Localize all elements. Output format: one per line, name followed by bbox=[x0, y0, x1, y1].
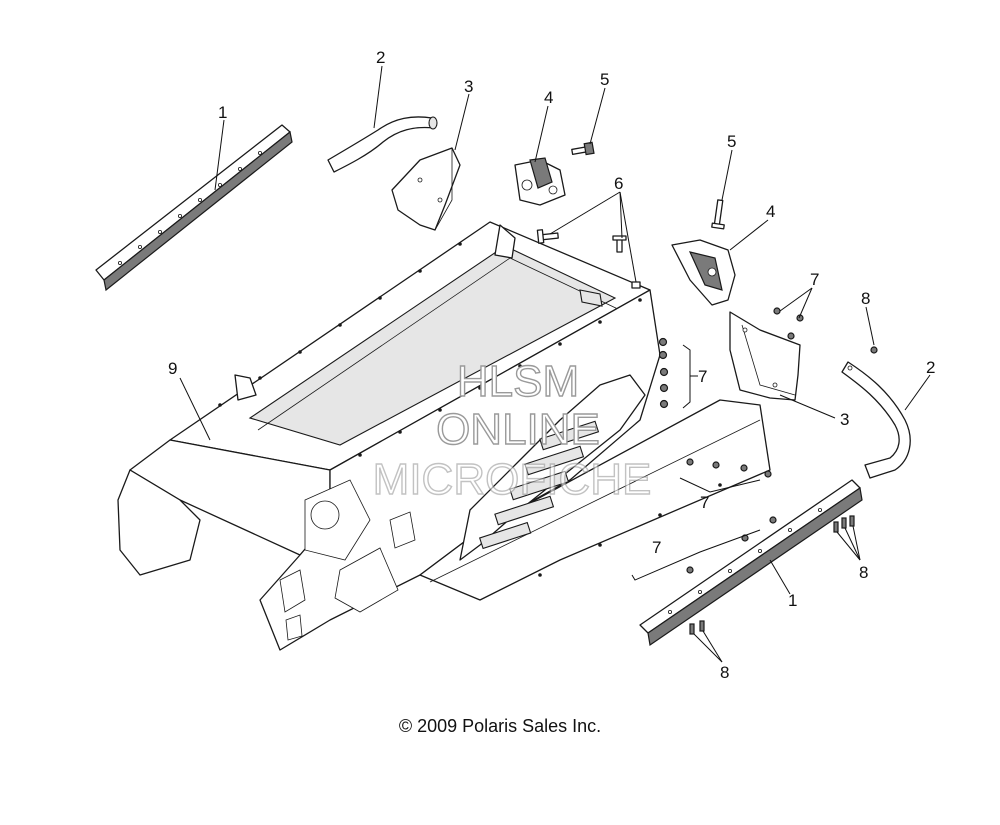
watermark-line-2: ONLINE bbox=[436, 405, 600, 454]
callout-9: 9 bbox=[168, 359, 177, 378]
fasteners-8 bbox=[689, 346, 878, 635]
rivets bbox=[218, 242, 722, 577]
callout-6: 6 bbox=[614, 174, 623, 193]
callout-3-right: 3 bbox=[840, 410, 849, 429]
copyright-notice: © 2009 Polaris Sales Inc. bbox=[398, 716, 602, 736]
watermark-line-3: MICROFICHE bbox=[373, 455, 652, 504]
nuts-7-right bbox=[773, 307, 804, 340]
callout-1-upper: 1 bbox=[218, 103, 227, 122]
callout-5-right: 5 bbox=[727, 132, 736, 151]
bolt-5-right bbox=[711, 199, 725, 230]
callout-2-right: 2 bbox=[926, 358, 935, 377]
callout-7-mid: 7 bbox=[700, 493, 709, 512]
callout-1-lower: 1 bbox=[788, 591, 797, 610]
leader-lines bbox=[179, 65, 931, 663]
bumper-tube-right bbox=[841, 361, 911, 479]
gusset-left bbox=[391, 147, 461, 231]
chassis-tunnel bbox=[117, 221, 771, 651]
mount-bracket-right bbox=[671, 239, 736, 306]
slide-rail-lower bbox=[639, 479, 863, 647]
callouts: 1 2 3 4 5 6 5 4 7 8 2 9 7 3 7 7 1 8 8 bbox=[168, 48, 935, 682]
bumper-tube-left bbox=[327, 116, 438, 173]
callout-8-lower-right: 8 bbox=[859, 563, 868, 582]
callout-8-upper-right: 8 bbox=[861, 289, 870, 308]
bolts-group-upper bbox=[658, 337, 669, 409]
bolt-5-upper bbox=[571, 141, 595, 156]
callout-5-upper: 5 bbox=[600, 70, 609, 89]
callout-4-right: 4 bbox=[766, 202, 775, 221]
callout-4-upper: 4 bbox=[544, 88, 553, 107]
callout-2-upper: 2 bbox=[376, 48, 385, 67]
callout-7-bracket: 7 bbox=[698, 367, 707, 386]
watermark: HLSM ONLINE MICROFICHE bbox=[372, 356, 652, 504]
watermark-line-1: HLSM bbox=[457, 357, 579, 406]
slide-rail-upper bbox=[95, 124, 293, 292]
callout-7-upper-right: 7 bbox=[810, 270, 819, 289]
gusset-right bbox=[729, 311, 801, 401]
bolts-6 bbox=[536, 229, 641, 289]
callout-7-lower: 7 bbox=[652, 538, 661, 557]
callout-8-bottom: 8 bbox=[720, 663, 729, 682]
callout-3-upper: 3 bbox=[464, 77, 473, 96]
mount-block-upper bbox=[514, 157, 566, 206]
bolts-group-mid bbox=[686, 458, 777, 574]
